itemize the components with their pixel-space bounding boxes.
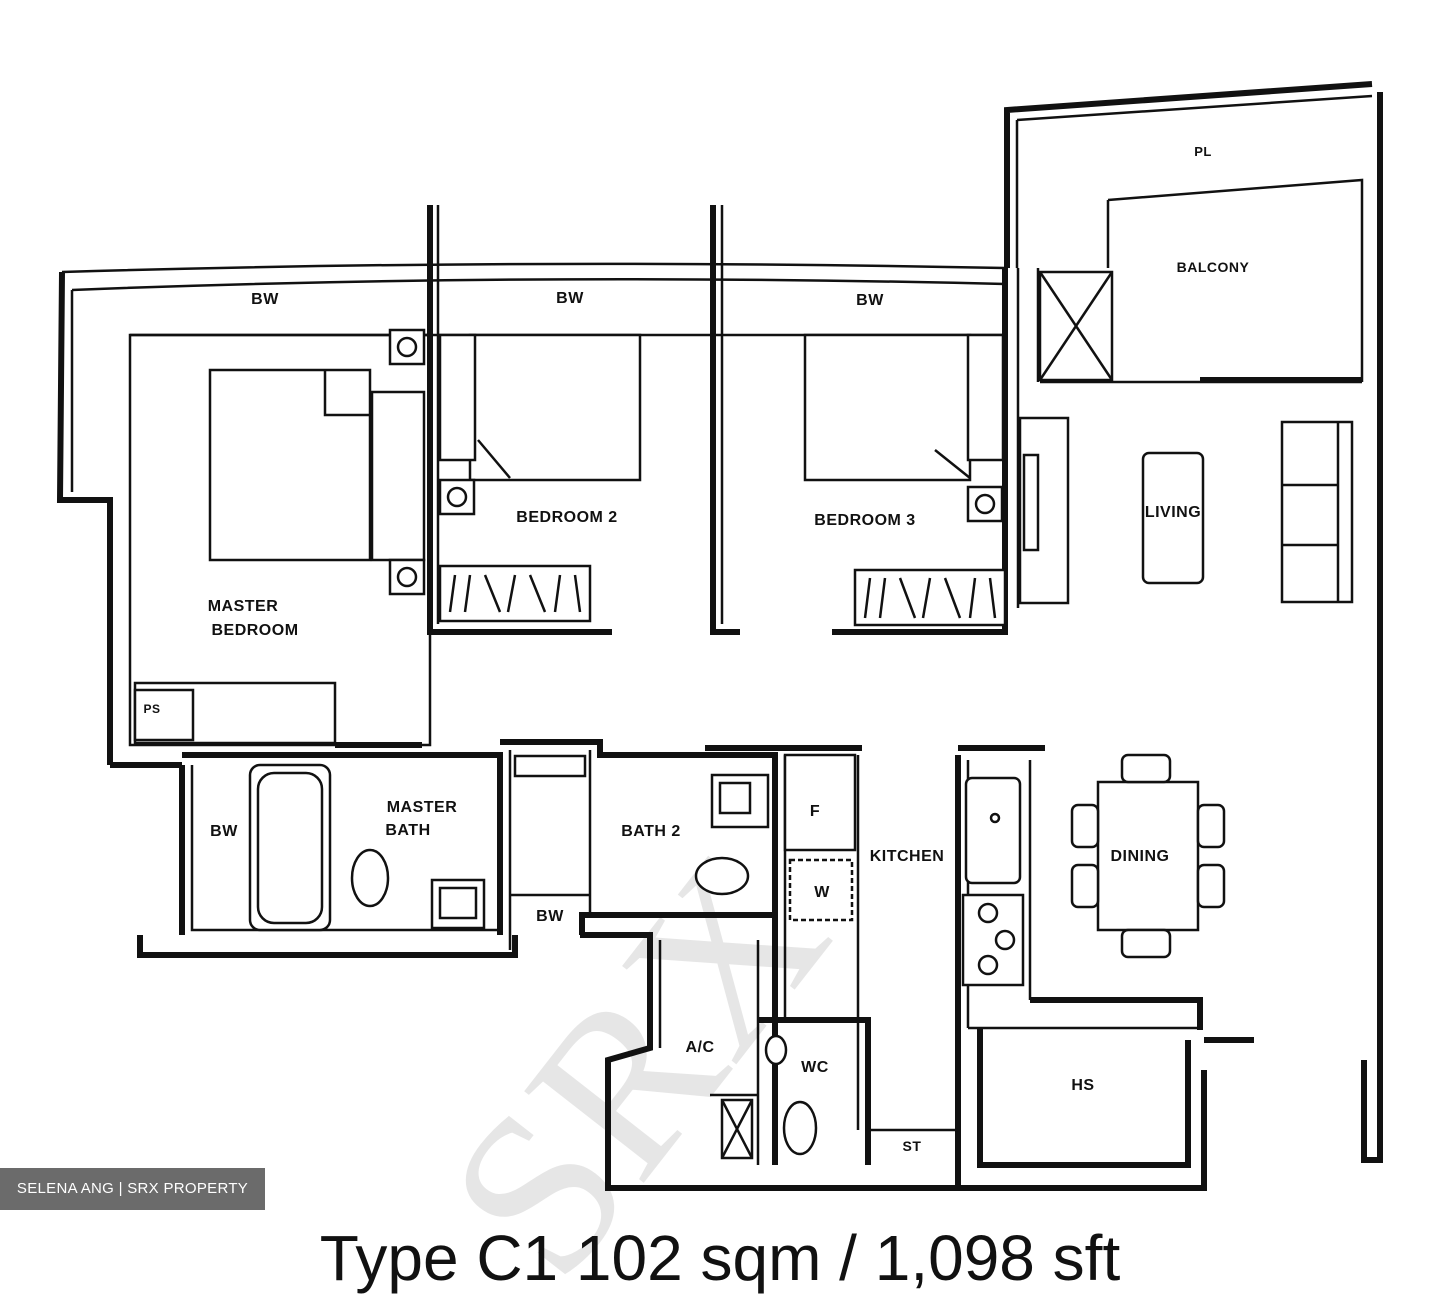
bathtub [248,763,332,932]
sofa [1280,420,1354,604]
credit-badge: SELENA ANG | SRX PROPERTY [0,1168,265,1210]
bedroom-3-side-table [966,333,1005,462]
label-store: ST [903,1138,922,1154]
aircon-icon [388,328,1004,596]
fridge [783,753,857,852]
bath-2-toilet [694,856,750,896]
label-bath-2: BATH 2 [621,823,681,840]
label-washer: W [814,884,830,901]
unit-type-caption: Type C1 102 sqm / 1,098 sft [319,1222,1121,1294]
label-wc: WC [801,1059,829,1076]
label-pl: PL [1194,144,1212,159]
label-ps: PS [143,702,160,716]
washer [788,858,854,922]
wc-basin [764,1034,788,1066]
label-bedroom-3: BEDROOM 3 [814,512,915,529]
label-bw-2: BW [556,290,584,307]
label-bw-master-bath: BW [210,823,238,840]
master-bed [208,368,372,562]
label-bw-3: BW [856,292,884,309]
bedroom-2-side-table [438,333,477,462]
label-master-bath-line2: BATH [385,822,430,839]
label-bedroom-2: BEDROOM 2 [516,509,617,526]
coffee-table [1141,451,1205,585]
kitchen-sink [964,776,1022,885]
label-hs: HS [1071,1077,1094,1094]
bedroom-2-wardrobe [438,564,592,623]
label-balcony: BALCONY [1177,259,1250,275]
wc-toilet [782,1100,818,1156]
label-ac: A/C [685,1039,714,1056]
bath-2-shower [513,754,587,778]
exterior-walls [56,81,1383,1191]
dining-set [1070,753,1226,959]
tv-icon [1022,453,1040,552]
label-kitchen: KITCHEN [870,848,945,865]
label-master-bedroom-line1: MASTER [208,598,279,615]
label-bw-1: BW [251,291,279,308]
label-master-bedroom-line2: BEDROOM [211,622,298,639]
master-wc-toilet [350,848,390,908]
ps-box [133,688,195,742]
furniture [133,270,1354,1160]
label-master-bath-line1: MASTER [387,799,458,816]
label-dining: DINING [1111,848,1170,865]
label-fridge: F [810,803,820,820]
bedroom-2-bed [468,333,642,482]
label-bw-bath-2: BW [536,908,564,925]
room-labels: BW BW BW PL BALCONY LIVING BEDROOM 2 BED… [143,144,1249,1154]
master-bed-side-table [370,390,426,562]
label-living: LIVING [1145,504,1201,521]
